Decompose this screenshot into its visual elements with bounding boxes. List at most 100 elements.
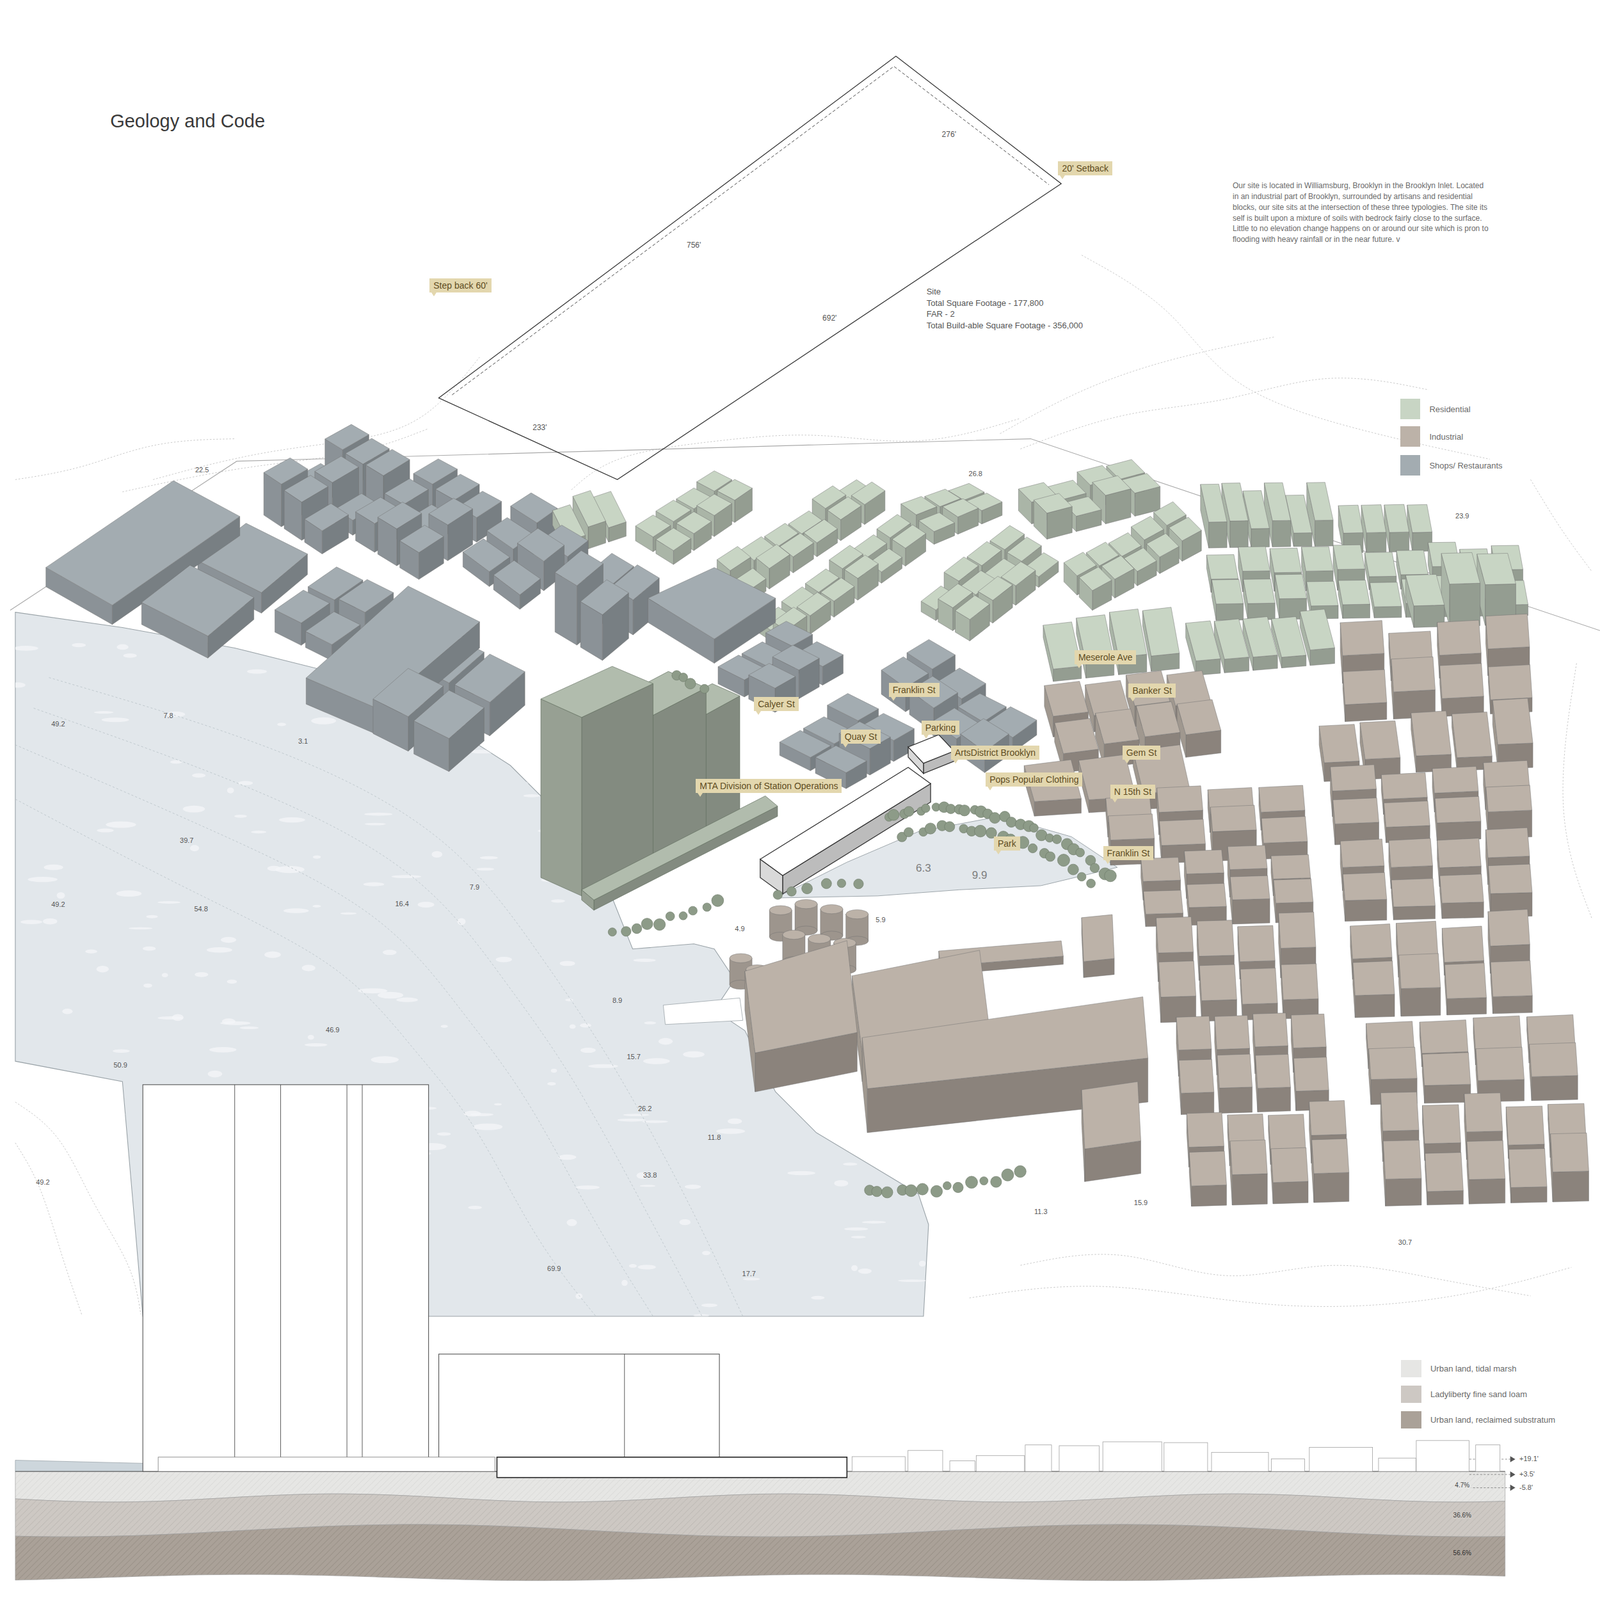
contour-line — [1081, 255, 1490, 460]
building-roof — [141, 565, 254, 637]
building-roof — [1271, 854, 1311, 879]
building-roof — [510, 492, 558, 523]
spot-elevation: 26.2 — [638, 1105, 652, 1114]
legend-swatch — [1400, 455, 1421, 476]
building-roof — [1440, 874, 1485, 904]
building-roof — [454, 654, 525, 703]
building-face — [1354, 994, 1395, 1019]
site-data: Total Build-able Square Footage - 356,00… — [926, 320, 1083, 331]
tree — [1027, 843, 1037, 853]
water-ripple — [467, 1205, 482, 1209]
building-roof — [1033, 493, 1072, 514]
water-ripple — [621, 1280, 628, 1286]
building-roof — [1350, 924, 1392, 960]
water-ripple — [264, 951, 281, 959]
tag-pointer — [431, 292, 437, 297]
water-ripple — [733, 935, 759, 942]
spot-elevation: 49.2 — [51, 720, 65, 729]
skyline-elevation — [1211, 1452, 1269, 1472]
tag-pointer — [987, 786, 993, 791]
water-ripple — [112, 1049, 130, 1054]
spot-elevation: 3.1 — [298, 737, 308, 747]
building-face — [1272, 1181, 1309, 1204]
water-ripple — [88, 1198, 119, 1200]
building-roof — [1214, 618, 1249, 660]
building-face — [1389, 531, 1410, 552]
tank-top — [769, 905, 792, 915]
water-ripple — [417, 901, 435, 908]
building-roof — [1240, 968, 1278, 1005]
water-ripple — [157, 1016, 184, 1020]
tag-pointer — [1059, 175, 1065, 180]
water-ripple — [226, 979, 237, 984]
water-ripple — [240, 1026, 259, 1030]
building-face — [1232, 898, 1270, 925]
street-tag: Calyer St — [753, 696, 799, 712]
building-roof — [1081, 914, 1115, 962]
building-roof — [1309, 1100, 1347, 1136]
contour-line — [15, 1102, 141, 1315]
building-roof — [1319, 724, 1360, 763]
water-ripple — [363, 882, 385, 887]
building-roof — [1477, 552, 1517, 585]
building-roof — [304, 503, 349, 532]
street-tag: 20' Setback — [1057, 161, 1113, 176]
building-face — [1232, 1173, 1268, 1206]
spot-elevation: 49.2 — [51, 901, 65, 910]
water-ripple — [20, 919, 43, 925]
water-ripple — [547, 1082, 556, 1086]
building-roof — [1306, 482, 1334, 521]
legend-entry: Industrial — [1400, 426, 1464, 447]
water-ripple — [580, 1047, 596, 1053]
street-tag: Quay St — [840, 729, 882, 744]
building-roof — [400, 525, 445, 553]
tag-text: Franklin St — [892, 684, 936, 696]
building-roof — [1054, 718, 1099, 754]
tree — [924, 823, 936, 834]
water-ripple — [391, 874, 422, 879]
water-ripple — [312, 904, 321, 908]
contour-line — [15, 1143, 82, 1315]
water-ripple — [837, 1088, 863, 1094]
building-face — [1272, 520, 1291, 547]
water-ripple — [192, 773, 206, 778]
tower-joint — [362, 1084, 363, 1472]
tree — [1057, 854, 1070, 867]
legend-entry: Shops/ Restaurants — [1400, 455, 1503, 476]
water-ripple — [702, 1250, 711, 1256]
contour-line — [15, 439, 235, 480]
contour-line — [1562, 663, 1592, 919]
spot-elevation: 39.7 — [179, 836, 194, 845]
building-roof — [1360, 720, 1401, 760]
tree — [1045, 851, 1056, 862]
building-roof — [580, 579, 629, 616]
building-roof — [716, 546, 751, 571]
water-ripple — [123, 653, 137, 658]
tank-top — [820, 904, 843, 914]
tree — [631, 923, 642, 934]
tag-text: Parking — [925, 722, 956, 733]
building-face — [1251, 528, 1270, 548]
water-ripple — [842, 1162, 857, 1167]
building-roof — [1451, 711, 1492, 758]
building-face — [593, 806, 778, 911]
spot-elevation: 30.7 — [1397, 1238, 1414, 1247]
water-ripple — [810, 1296, 825, 1300]
skyline-elevation — [1475, 1445, 1501, 1472]
legend-swatch — [1400, 398, 1421, 420]
spot-elevation: 4.9 — [734, 925, 745, 934]
building-face — [1181, 1091, 1215, 1115]
building-roof — [717, 479, 753, 501]
tree — [665, 912, 675, 921]
tree — [653, 918, 665, 930]
building-roof — [1369, 582, 1401, 607]
legend-entry: Residential — [1400, 398, 1471, 420]
water-ripple — [72, 1248, 84, 1254]
water-ripple — [101, 717, 130, 722]
building-roof — [1490, 960, 1533, 997]
building-roof — [1261, 816, 1308, 844]
parcel-outline — [439, 56, 1062, 480]
building-roof — [908, 734, 955, 764]
building-face — [1493, 995, 1533, 1014]
